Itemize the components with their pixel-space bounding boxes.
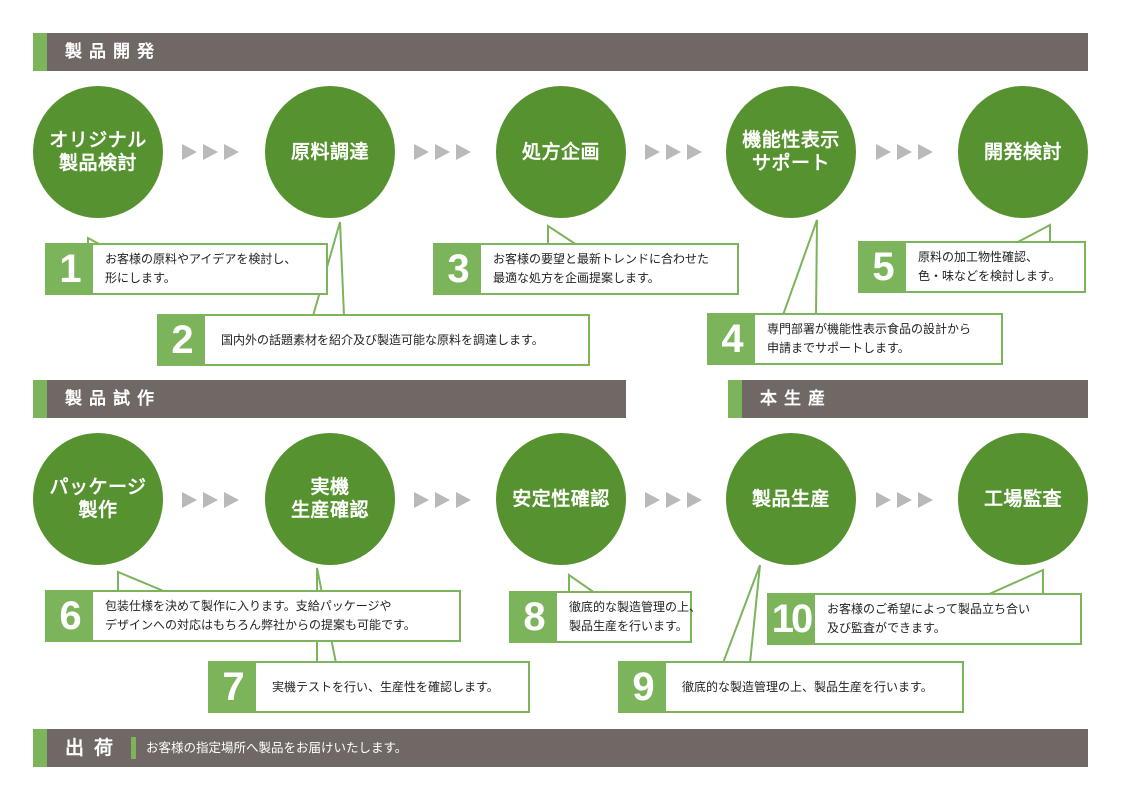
section-title: 製品試作 — [65, 389, 161, 409]
step-label: パッケージ 製作 — [49, 476, 147, 521]
step-label: 実機 生産確認 — [290, 476, 369, 521]
callout-1: 1 お客様の原料やアイデアを検討し、 形にします。 — [45, 243, 328, 295]
callout-text: お客様の要望と最新トレンドに合わせた 最適な処方を企画提案します。 — [493, 252, 710, 285]
step-package-production: パッケージ 製作 — [33, 433, 163, 565]
step-formula-planning: 処方企画 — [496, 86, 626, 218]
pointer-6 — [117, 570, 167, 593]
header-separator — [131, 737, 136, 759]
header-accent — [33, 380, 47, 418]
step-label: 機能性表示 サポート — [742, 129, 840, 174]
arrow-right-icon — [876, 144, 942, 160]
section-title: 本生産 — [760, 389, 832, 409]
callout-number: 2 — [157, 314, 205, 366]
section-title: 出荷 — [65, 737, 124, 759]
shipping-note: お客様の指定場所へ製品をお届けいたします。 — [146, 740, 408, 755]
section-header-development: 製品開発 — [33, 33, 1088, 71]
callout-number: 3 — [433, 243, 481, 295]
callout-number: 10 — [767, 593, 815, 645]
step-factory-audit: 工場監査 — [958, 433, 1088, 565]
callout-number: 4 — [707, 313, 755, 365]
step-label: 開発検討 — [983, 140, 1062, 163]
callout-2: 2 国内外の話題素材を紹介及び製造可能な原料を調達します。 — [157, 314, 590, 366]
callout-number: 7 — [208, 661, 256, 713]
callout-4: 4 専門部署が機能性表示食品の設計から 申請までサポートします。 — [707, 313, 1003, 365]
section-title: 製品開発 — [65, 42, 161, 62]
callout-8: 8 徹底的な製造管理の上、 製品生産を行います。 — [509, 591, 702, 643]
callout-number: 8 — [509, 591, 557, 643]
step-product-manufacturing: 製品生産 — [726, 433, 856, 565]
callout-number: 6 — [45, 590, 93, 642]
section-header-trial: 製品試作 — [33, 380, 626, 418]
callout-text: お客様のご希望によって製品立ち合い 及び監査ができます。 — [827, 602, 1031, 635]
step-machine-production-check: 実機 生産確認 — [265, 433, 395, 565]
arrow-right-icon — [645, 144, 711, 160]
arrow-right-icon — [182, 144, 248, 160]
callout-text: 徹底的な製造管理の上、製品生産を行います。 — [682, 679, 933, 694]
callout-9: 9 徹底的な製造管理の上、製品生産を行います。 — [618, 661, 964, 713]
pointer-9 — [721, 564, 761, 664]
arrow-right-icon — [414, 144, 480, 160]
callout-text: 実機テストを行い、生産性を確認します。 — [272, 679, 499, 694]
step-stability-check: 安定性確認 — [496, 433, 626, 565]
arrow-right-icon — [645, 492, 711, 508]
pointer-4 — [781, 219, 818, 316]
callout-number: 5 — [858, 241, 906, 293]
step-label: 安定性確認 — [512, 487, 610, 510]
arrow-right-icon — [182, 492, 248, 508]
arrow-right-icon — [414, 492, 480, 508]
step-label: オリジナル 製品検討 — [49, 129, 147, 174]
step-label: 工場監査 — [983, 487, 1062, 510]
header-accent — [33, 729, 47, 767]
callout-text: 国内外の話題素材を紹介及び製造可能な原料を調達します。 — [221, 332, 544, 347]
callout-text: お客様の原料やアイデアを検討し、 形にします。 — [105, 252, 297, 285]
step-development-review: 開発検討 — [958, 86, 1088, 218]
header-accent — [728, 380, 742, 418]
callout-text: 包装仕様を決めて製作に入ります。支給パッケージや デザインへの対応はもちろん弊社… — [105, 599, 416, 632]
section-header-production: 本生産 — [728, 380, 1088, 418]
step-label: 処方企画 — [521, 140, 600, 163]
callout-6: 6 包装仕様を決めて製作に入ります。支給パッケージや デザインへの対応はもちろん… — [45, 590, 461, 642]
callout-text: 原料の加工物性確認、 色・味などを検討します。 — [918, 250, 1061, 283]
callout-number: 9 — [618, 661, 666, 713]
callout-7: 7 実機テストを行い、生産性を確認します。 — [208, 661, 530, 713]
section-header-shipping: 出荷 お客様の指定場所へ製品をお届けいたします。 — [33, 729, 1088, 767]
callout-number: 1 — [45, 243, 93, 295]
step-label: 原料調達 — [290, 140, 369, 163]
pointer-10 — [986, 568, 1044, 596]
step-original-product-review: オリジナル 製品検討 — [33, 86, 163, 218]
arrow-right-icon — [876, 492, 942, 508]
step-label: 製品生産 — [751, 487, 830, 510]
callout-text: 専門部署が機能性表示食品の設計から 申請までサポートします。 — [767, 322, 972, 355]
step-material-sourcing: 原料調達 — [265, 86, 395, 218]
callout-text: 徹底的な製造管理の上、 製品生産を行います。 — [569, 600, 702, 633]
step-functional-label-support: 機能性表示 サポート — [726, 86, 856, 218]
header-accent — [33, 33, 47, 71]
callout-5: 5 原料の加工物性確認、 色・味などを検討します。 — [858, 241, 1086, 293]
callout-3: 3 お客様の要望と最新トレンドに合わせた 最適な処方を企画提案します。 — [433, 243, 739, 295]
callout-10: 10 お客様のご希望によって製品立ち合い 及び監査ができます。 — [767, 593, 1082, 645]
